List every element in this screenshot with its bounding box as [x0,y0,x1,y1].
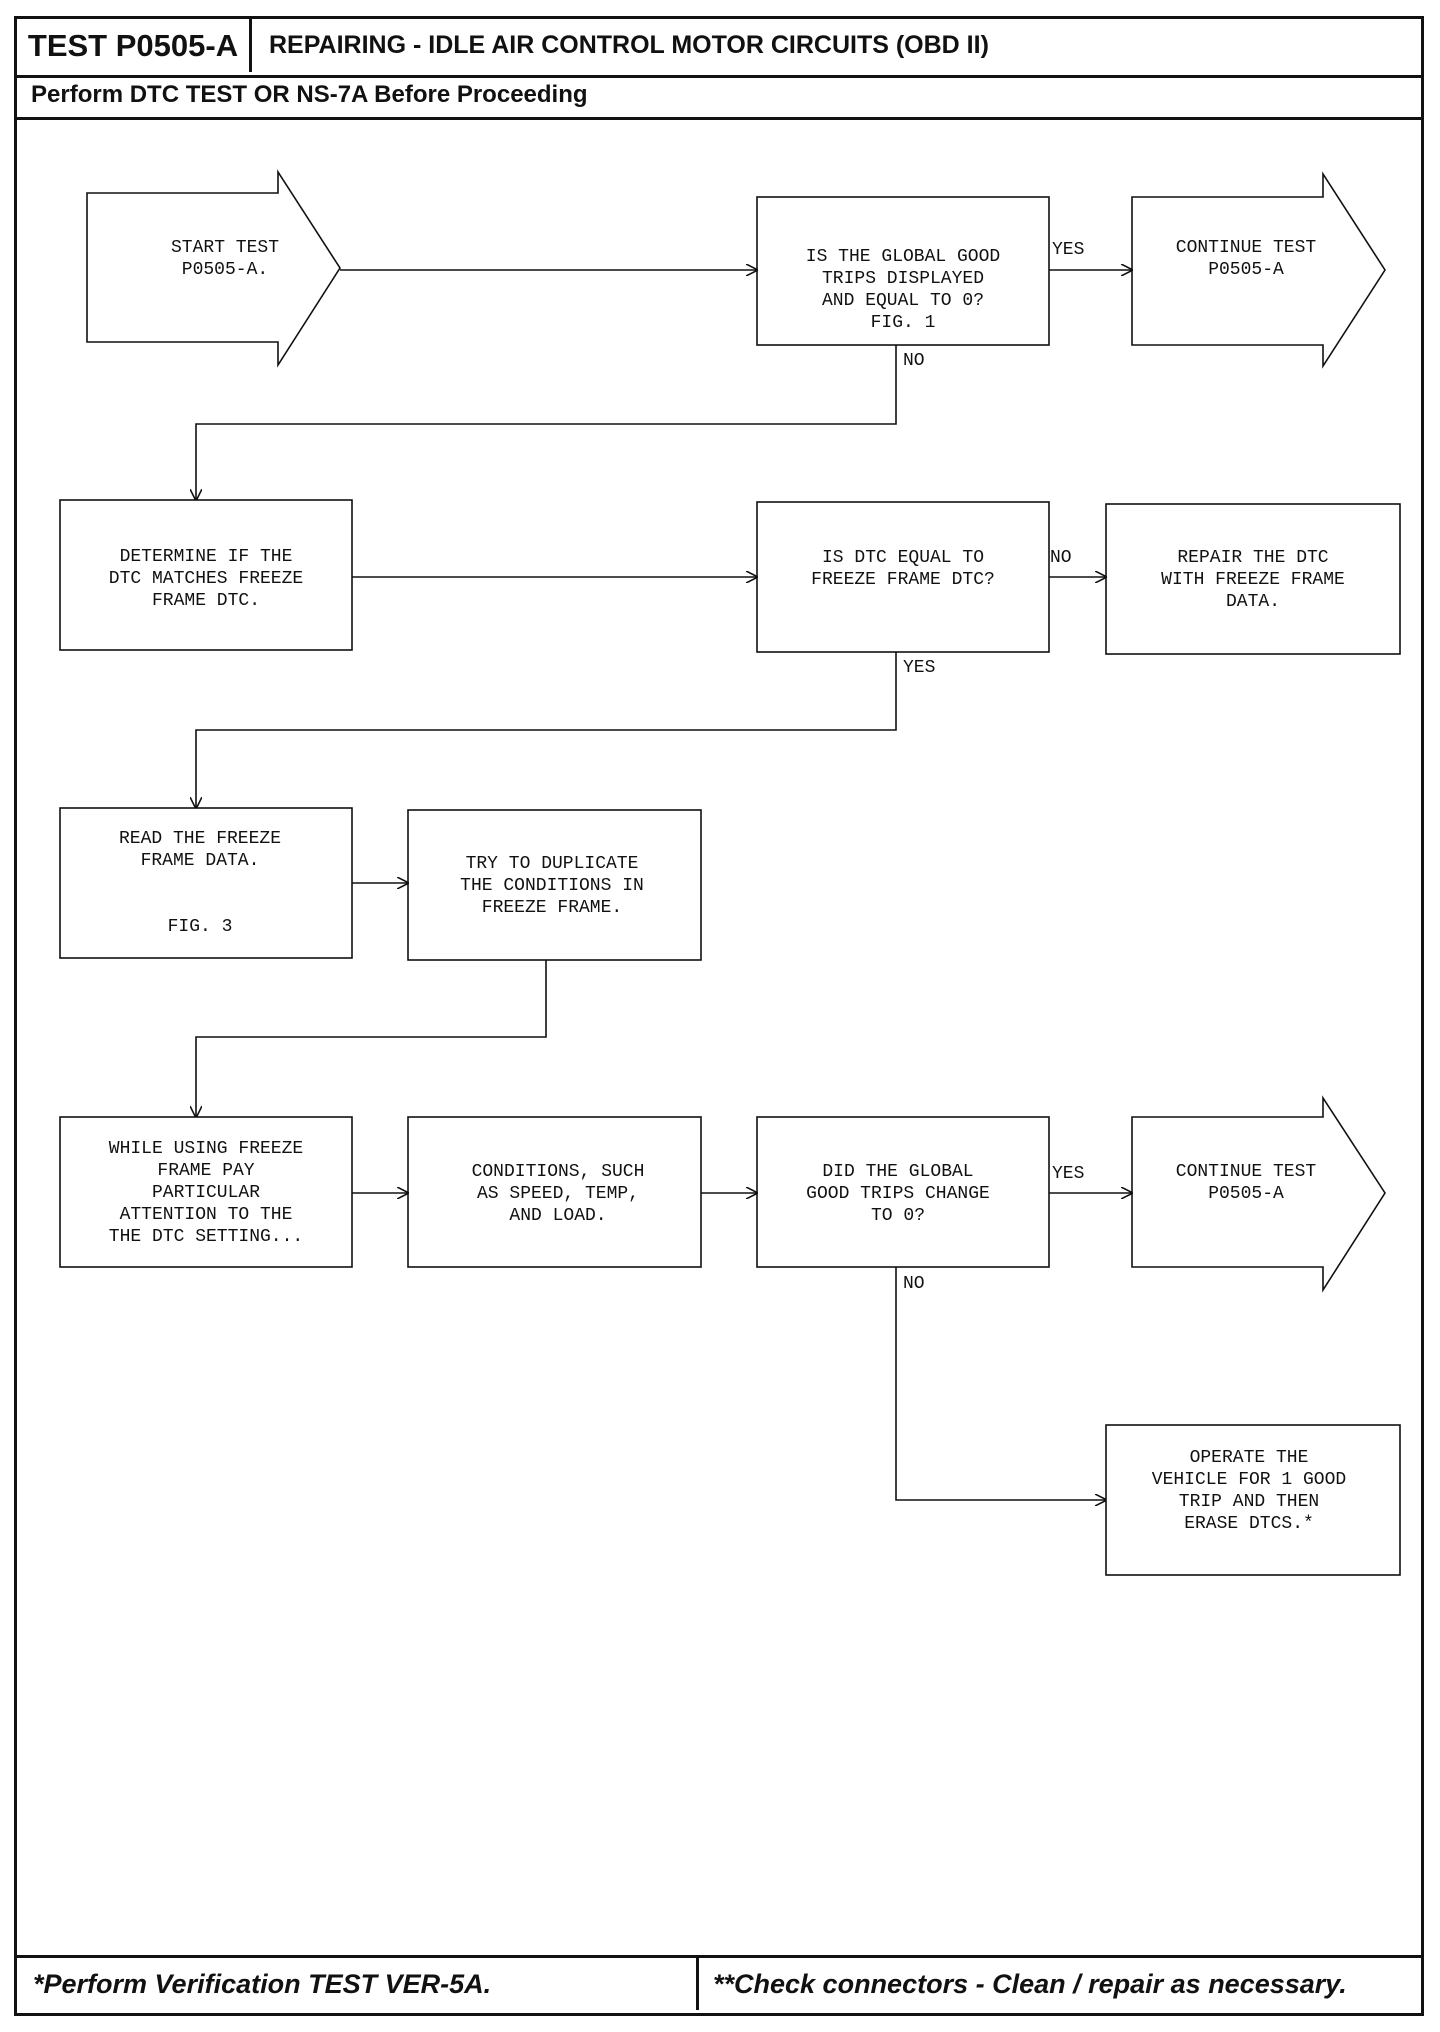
read_freeze-line: FIG. 3 [168,917,233,937]
continue_2-line: P0505-A [1208,1184,1284,1204]
continue_1-line: P0505-A [1208,260,1284,280]
q_global_trips-line: FIG. 1 [871,313,936,333]
page-title: REPAIRING - IDLE AIR CONTROL MOTOR CIRCU… [269,31,989,59]
determine_dtc-line: FRAME DTC. [152,591,260,611]
while_using-line: PARTICULAR [152,1183,260,1203]
edge-label-yes-3: YES [1052,1164,1084,1184]
try_duplicate-line: THE CONDITIONS IN [460,876,644,896]
prerequisite-note: Perform DTC TEST OR NS-7A Before Proceed… [31,80,588,108]
operate_vehicle-line: VEHICLE FOR 1 GOOD [1152,1470,1346,1490]
test-id-box: TEST P0505-A [17,19,252,72]
while_using-line: WHILE USING FREEZE [109,1139,303,1159]
subheader-row: Perform DTC TEST OR NS-7A Before Proceed… [17,75,1421,120]
q_global_trips-line: AND EQUAL TO 0? [822,291,984,311]
q_dtc_equal-line: FREEZE FRAME DTC? [811,570,995,590]
determine_dtc-line: DETERMINE IF THE [120,547,293,567]
q_dtc_equal-line: IS DTC EQUAL TO [822,548,984,568]
repair_dtc-line: DATA. [1226,592,1280,612]
start-line: P0505-A. [182,260,268,280]
footer-row: *Perform Verification TEST VER-5A. **Che… [17,1955,1421,2013]
while_using-line: FRAME PAY [157,1161,254,1181]
edge-label-yes-1: YES [1052,240,1084,260]
edge-q1-no [196,345,897,500]
q_trips_change-line: GOOD TRIPS CHANGE [806,1184,990,1204]
q_global_trips-line: TRIPS DISPLAYED [822,269,984,289]
edge-label-no-2: NO [1050,548,1072,568]
conditions-line: AND LOAD. [509,1206,606,1226]
q_global_trips-line: IS THE GLOBAL GOOD [806,247,1000,267]
try_duplicate-line: TRY TO DUPLICATE [466,854,639,874]
edge-label-yes-2: YES [903,658,935,678]
conditions-line: AS SPEED, TEMP, [477,1184,639,1204]
footer-divider [696,1958,699,2010]
edge-q2-yes [196,652,897,808]
start-line: START TEST [171,238,279,258]
footer-connector-note: **Check connectors - Clean / repair as n… [713,1968,1347,1999]
operate_vehicle-line: ERASE DTCS.* [1184,1514,1314,1534]
header-row: TEST P0505-A REPAIRING - IDLE AIR CONTRO… [17,19,1421,78]
footer-verification-note: *Perform Verification TEST VER-5A. [33,1968,492,1999]
edge-try-to-while [196,960,547,1117]
diagnostic-sheet: TEST P0505-A REPAIRING - IDLE AIR CONTRO… [14,16,1424,2016]
try_duplicate-line: FREEZE FRAME. [482,898,622,918]
while_using-line: THE DTC SETTING... [109,1227,303,1247]
repair_dtc-line: WITH FREEZE FRAME [1161,570,1345,590]
q_trips_change-line: DID THE GLOBAL [822,1162,973,1182]
conditions-line: CONDITIONS, SUCH [472,1162,645,1182]
edge-q3-no [895,1267,1106,1500]
read_freeze-line: FRAME DATA. [141,851,260,871]
read_freeze-line: READ THE FREEZE [119,829,281,849]
q_trips_change-line: TO 0? [871,1206,925,1226]
repair_dtc-line: REPAIR THE DTC [1177,548,1328,568]
operate_vehicle-line: OPERATE THE [1190,1448,1309,1468]
continue_2-line: CONTINUE TEST [1176,1162,1317,1182]
continue_1-line: CONTINUE TEST [1176,238,1317,258]
edge-label-no-1: NO [903,351,925,371]
operate_vehicle-line: TRIP AND THEN [1179,1492,1319,1512]
while_using-line: ATTENTION TO THE [120,1205,293,1225]
determine_dtc-line: DTC MATCHES FREEZE [109,569,303,589]
edge-label-no-3: NO [903,1274,925,1294]
